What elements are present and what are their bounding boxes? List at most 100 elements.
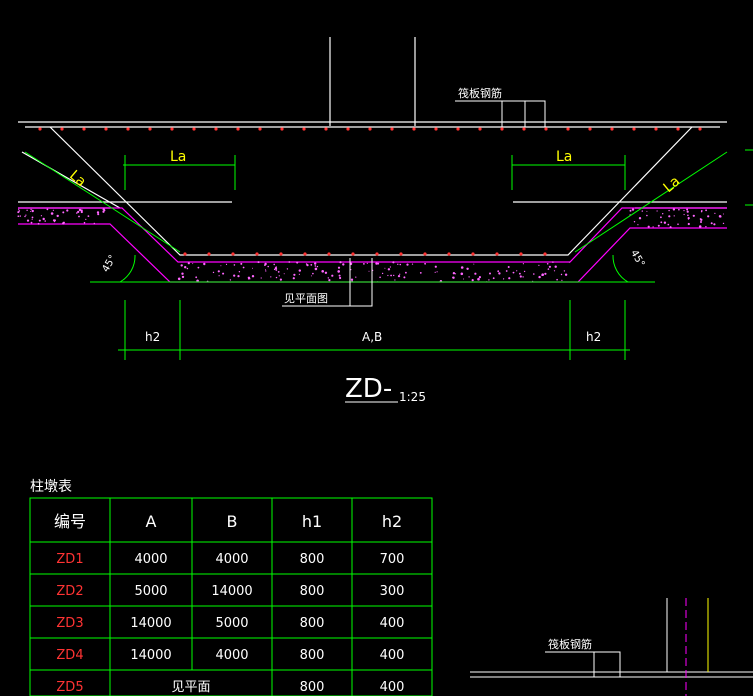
concrete-speckle xyxy=(538,264,540,266)
concrete-speckle xyxy=(50,212,54,215)
concrete-speckle xyxy=(492,277,495,280)
concrete-speckle xyxy=(305,263,308,265)
concrete-speckle xyxy=(298,269,301,272)
concrete-speckle xyxy=(77,210,80,213)
pit-outline xyxy=(18,126,727,256)
concrete-speckle xyxy=(321,270,325,273)
concrete-speckle xyxy=(637,224,639,226)
concrete-speckle xyxy=(192,263,194,265)
rebar-dot xyxy=(522,127,526,131)
concrete-speckle xyxy=(393,274,395,277)
concrete-speckle xyxy=(85,218,87,220)
concrete-speckle xyxy=(31,209,34,213)
concrete-speckle xyxy=(460,272,464,276)
concrete-speckle xyxy=(714,212,716,214)
concrete-speckle xyxy=(62,211,65,214)
row-ab-merged: 见平面 xyxy=(171,680,210,695)
concrete-speckle xyxy=(296,261,299,264)
concrete-speckle xyxy=(641,210,643,212)
concrete-speckle xyxy=(553,270,556,272)
concrete-speckle xyxy=(103,209,106,212)
rebar-dot xyxy=(258,127,262,131)
concrete-speckle xyxy=(184,266,187,269)
concrete-speckle xyxy=(436,271,438,273)
row-h2: 300 xyxy=(380,584,405,599)
rebar-dot xyxy=(236,127,240,131)
table-row: ZD1 4000 4000 800 700 xyxy=(56,552,404,567)
concrete-speckle xyxy=(387,274,389,277)
table-row: ZD2 5000 14000 800 300 xyxy=(56,584,404,599)
concrete-speckle xyxy=(76,212,78,214)
concrete-speckle xyxy=(270,276,272,278)
rebar-dot xyxy=(698,127,702,131)
concrete-speckle xyxy=(286,268,289,270)
concrete-speckle xyxy=(399,273,401,275)
row-h2: 400 xyxy=(380,616,405,631)
concrete-speckle xyxy=(683,213,685,216)
concrete-speckle xyxy=(277,271,280,273)
concrete-speckle xyxy=(274,267,278,270)
concrete-speckle xyxy=(662,213,664,215)
concrete-speckle xyxy=(564,273,568,276)
rebar-dot xyxy=(192,127,196,131)
concrete-speckle xyxy=(473,263,475,265)
concrete-speckle xyxy=(222,272,225,275)
concrete-speckle xyxy=(516,270,518,272)
concrete-speckle xyxy=(707,215,710,218)
concrete-speckle xyxy=(17,211,20,214)
concrete-speckle xyxy=(424,262,426,265)
header-id: 编号 xyxy=(54,512,86,531)
la-slope-label-left: La xyxy=(66,167,89,190)
concrete-speckle xyxy=(705,226,707,228)
concrete-speckle xyxy=(468,276,470,278)
concrete-speckle xyxy=(218,275,220,277)
concrete-speckle xyxy=(26,209,28,211)
row-a: 4000 xyxy=(134,552,167,567)
concrete-speckle xyxy=(554,265,557,268)
rebar-dot xyxy=(632,127,636,131)
la-dimensions xyxy=(123,155,626,190)
concrete-speckle xyxy=(312,272,314,275)
concrete-speckle xyxy=(177,277,181,281)
rebar-dot xyxy=(170,127,174,131)
table-rows: ZD1 4000 4000 800 700 ZD2 5000 14000 800… xyxy=(56,552,404,695)
concrete-speckle xyxy=(677,223,679,225)
concrete-speckle xyxy=(363,263,365,265)
concrete-speckle xyxy=(498,272,501,275)
concrete-speckle xyxy=(78,215,80,218)
rebar-dot xyxy=(447,252,451,256)
rebar-dot xyxy=(303,252,307,256)
concrete-speckle xyxy=(452,272,456,275)
concrete-speckle xyxy=(25,214,27,216)
concrete-speckle xyxy=(233,274,236,277)
row-a: 5000 xyxy=(134,584,167,599)
row-id: ZD2 xyxy=(56,584,83,599)
concrete-speckle xyxy=(275,276,278,279)
concrete-speckle xyxy=(265,269,266,271)
concrete-speckle xyxy=(668,209,670,212)
concrete-speckle xyxy=(275,269,278,271)
concrete-speckle xyxy=(237,275,240,278)
concrete-speckle xyxy=(405,271,407,274)
angle-label-right: 45° xyxy=(628,248,646,269)
raft-rebar-label-bottom: 筏板钢筋 xyxy=(548,637,592,651)
concrete-speckle xyxy=(522,276,524,278)
concrete-speckle xyxy=(497,270,500,273)
concrete-speckle xyxy=(454,273,457,275)
concrete-speckle xyxy=(337,266,341,269)
rebar-dot xyxy=(255,252,259,256)
rebar-dot xyxy=(519,252,523,256)
concrete-speckle xyxy=(18,210,21,212)
rebar-dot xyxy=(324,127,328,131)
concrete-speckle xyxy=(663,221,667,224)
rebar-dots xyxy=(38,127,702,256)
concrete-speckle xyxy=(660,221,663,224)
concrete-speckle xyxy=(196,279,199,283)
concrete-speckle xyxy=(657,224,660,227)
right-edge-markers xyxy=(745,149,753,206)
row-id: ZD1 xyxy=(56,552,83,567)
concrete-speckle xyxy=(561,279,563,281)
concrete-speckle xyxy=(31,218,33,220)
concrete-speckle xyxy=(700,218,703,221)
header-h1: h1 xyxy=(302,512,322,531)
